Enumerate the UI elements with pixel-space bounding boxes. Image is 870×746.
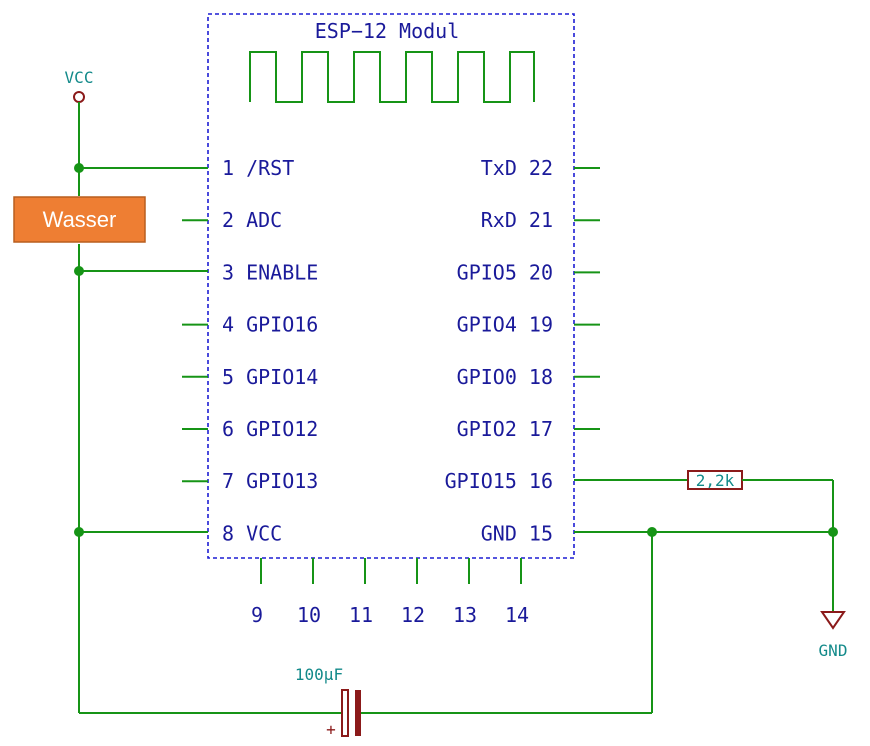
capacitor-negative-plate — [355, 690, 361, 736]
gnd-label: GND — [819, 641, 848, 660]
left-pin-label: 1 /RST — [222, 156, 294, 180]
junction-enable — [74, 266, 84, 276]
left-pin-label: 5 GPIO14 — [222, 365, 318, 389]
right-pin-label: GND 15 — [481, 521, 553, 545]
vcc-label: VCC — [65, 68, 94, 87]
left-pin-label: 4 GPIO16 — [222, 313, 318, 337]
junction-rst — [74, 163, 84, 173]
esp12-module-outline — [207, 13, 575, 559]
junction-vcc — [74, 527, 84, 537]
right-pin-label: GPIO0 18 — [457, 365, 553, 389]
left-pin-label: 7 GPIO13 — [222, 469, 318, 493]
right-pin-label: GPIO2 17 — [457, 417, 553, 441]
wasser-sensor-box — [13, 196, 146, 243]
clock-waveform-icon — [249, 51, 535, 103]
module-title: ESP−12 Modul — [315, 19, 460, 43]
capacitor-positive-plate — [341, 689, 349, 737]
left-pin-column: 1 /RST 2 ADC 3 ENABLE 4 GPIO16 5 GPIO14 6 GPI… — [182, 156, 318, 545]
right-pin-label: RxD 21 — [481, 208, 553, 232]
vcc-power-symbol — [73, 91, 85, 103]
capacitor-value-label: 100µF — [295, 665, 343, 684]
left-pin-label: 3 ENABLE — [222, 260, 318, 284]
bottom-pin-label: 14 — [505, 603, 529, 627]
right-pin-label: GPIO5 20 — [457, 260, 553, 284]
capacitor-polarity-label: + — [326, 720, 336, 739]
left-pin-label: 6 GPIO12 — [222, 417, 318, 441]
gnd-symbol-icon — [820, 611, 846, 630]
bottom-pin-label: 13 — [453, 603, 477, 627]
right-pin-label: TxD 22 — [481, 156, 553, 180]
wasser-sensor-label: Wasser — [43, 207, 117, 232]
left-pin-label: 2 ADC — [222, 208, 282, 232]
right-pin-column: TxD 22 RxD 21 GPIO5 20 GPIO4 19 GPIO0 18 GPIO… — [445, 156, 600, 545]
bottom-pin-row: 9 10 11 12 13 14 — [251, 558, 529, 627]
bottom-pin-label: 9 — [251, 603, 263, 627]
left-pin-label: 8 VCC — [222, 521, 282, 545]
bottom-pin-label: 12 — [401, 603, 425, 627]
bottom-pin-label: 11 — [349, 603, 373, 627]
bottom-pin-label: 10 — [297, 603, 321, 627]
resistor-value-label: 2,2k — [696, 471, 735, 490]
right-pin-label: GPIO15 16 — [445, 469, 553, 493]
right-pin-label: GPIO4 19 — [457, 313, 553, 337]
